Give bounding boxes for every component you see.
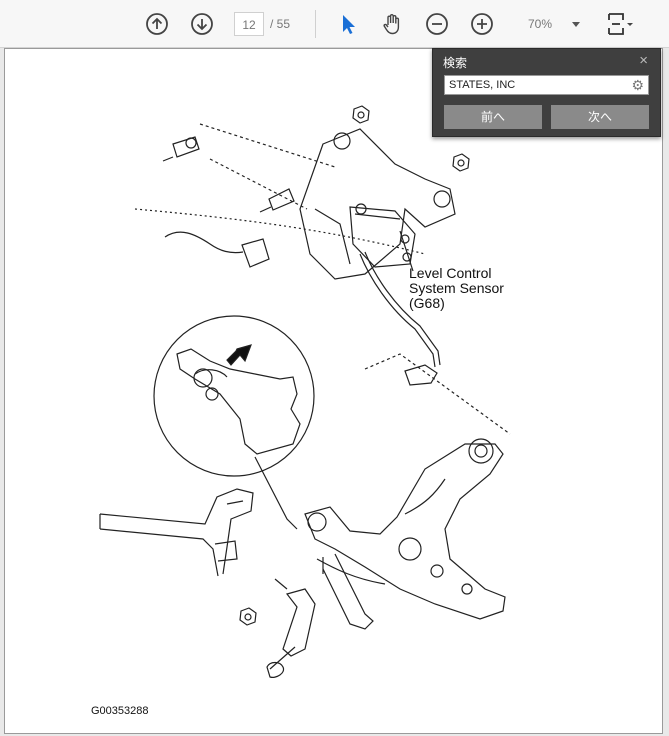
page-fit-button[interactable] bbox=[604, 10, 638, 38]
document-viewport[interactable]: Level Control System Sensor (G68) G00353… bbox=[0, 48, 669, 736]
search-query: STATES, INC bbox=[449, 79, 516, 91]
gear-icon[interactable]: ⚙ bbox=[631, 77, 644, 93]
zoom-in-button[interactable] bbox=[468, 10, 496, 38]
hand-tool-button[interactable] bbox=[378, 10, 406, 38]
arrow-up-circle-icon bbox=[146, 13, 168, 35]
page-fit-icon bbox=[608, 13, 633, 35]
select-tool-button[interactable] bbox=[334, 10, 362, 38]
sensor-label-line3: (G68) bbox=[409, 295, 445, 311]
suspension-diagram bbox=[99, 105, 511, 678]
search-input[interactable]: STATES, INC ⚙ bbox=[444, 75, 649, 95]
next-page-button[interactable] bbox=[188, 10, 216, 38]
arrow-down-circle-icon bbox=[191, 13, 213, 35]
find-panel-title: 検索 bbox=[443, 56, 468, 70]
figure-code: G00353288 bbox=[91, 705, 149, 717]
sensor-label-line2: System Sensor bbox=[409, 280, 504, 296]
find-panel: 検索 × STATES, INC ⚙ 前へ 次へ bbox=[432, 48, 661, 137]
find-previous-button[interactable]: 前へ bbox=[444, 105, 542, 129]
zoom-value: 70% bbox=[528, 17, 553, 31]
pdf-toolbar: 12 / 55 70% bbox=[0, 0, 669, 48]
page-total: / 55 bbox=[270, 17, 291, 31]
cursor-arrow-icon bbox=[343, 15, 355, 34]
previous-page-button[interactable] bbox=[143, 10, 171, 38]
hand-icon bbox=[383, 14, 400, 35]
toolbar-separator bbox=[315, 10, 316, 38]
plus-circle-icon bbox=[471, 13, 493, 35]
zoom-select[interactable]: 70% bbox=[516, 12, 586, 36]
page-number-input[interactable]: 12 bbox=[234, 12, 264, 36]
zoom-out-button[interactable] bbox=[423, 10, 451, 38]
minus-circle-icon bbox=[426, 13, 448, 35]
close-icon[interactable]: × bbox=[639, 52, 648, 69]
pdf-page: Level Control System Sensor (G68) G00353… bbox=[4, 48, 663, 734]
chevron-down-icon bbox=[572, 22, 580, 27]
sensor-label-line1: Level Control bbox=[409, 265, 492, 281]
find-next-button[interactable]: 次へ bbox=[551, 105, 649, 129]
